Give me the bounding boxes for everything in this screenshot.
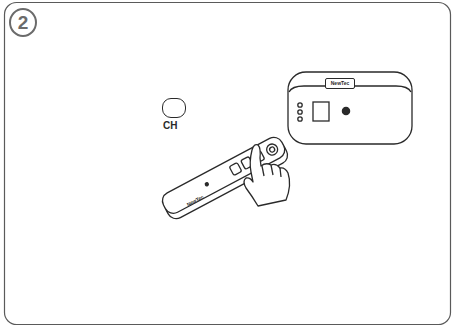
ch-up-button-text: ∧ [170,102,179,114]
callout-number: 2 [9,8,37,37]
callout-number-text: 2 [18,13,29,32]
ch-label: CH [163,121,177,131]
ch-up-button: ∧ [162,98,186,118]
pressing-finger [244,145,290,206]
frame [5,3,451,325]
receiver-unit [288,72,412,144]
remote-control [159,134,290,222]
brand-plate: NewTec [325,78,355,89]
brand-plate-text: NewTec [331,81,350,86]
